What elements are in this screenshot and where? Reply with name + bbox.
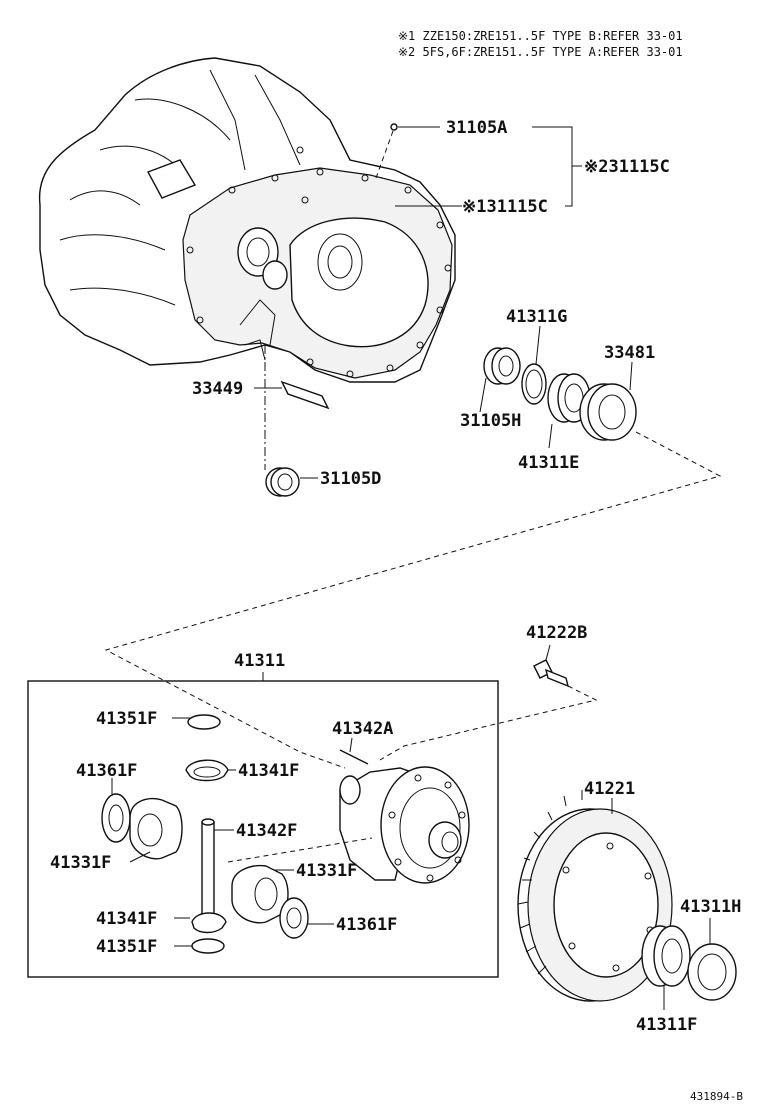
figure-code: 431894-B	[690, 1090, 743, 1103]
label-41341f-top: 41341F	[238, 761, 299, 781]
label-41331f-left: 41331F	[50, 853, 111, 873]
label-41351f-top: 41351F	[96, 709, 157, 729]
label-41311e: 41311E	[518, 453, 579, 473]
transaxle-housing-drawing	[38, 57, 456, 383]
label-41331f-right: 41331F	[296, 861, 357, 881]
label-41311f: 41311F	[636, 1015, 697, 1035]
shaft-41342f	[201, 818, 234, 915]
bolt-41222b	[379, 644, 598, 761]
label-33449: 33449	[192, 379, 243, 399]
label-41342f: 41342F	[236, 821, 297, 841]
label-41311: 41311	[234, 651, 285, 671]
label-33481: 33481	[604, 343, 655, 363]
label-41361f-right: 41361F	[336, 915, 397, 935]
oil-seal-31105d	[265, 467, 318, 497]
note-2: ※2 5FS,6F:ZRE151..5F TYPE A:REFER 33-01	[398, 45, 683, 59]
washer-41361f-right	[279, 897, 334, 939]
label-41351f-bottom: 41351F	[96, 937, 157, 957]
part-33449-drawing	[254, 380, 330, 410]
differential-case-drawing	[339, 766, 470, 884]
label-41341f-bottom: 41341F	[96, 909, 157, 929]
bracket-31115c	[532, 126, 582, 207]
side-gear-41331f-left	[129, 797, 183, 863]
assembly-line-diff	[104, 431, 722, 769]
note-1: ※1 ZZE150:ZRE151..5F TYPE B:REFER 33-01	[398, 29, 683, 43]
washer-41361f-left	[101, 778, 131, 843]
pin-41342a	[339, 749, 369, 765]
bearing-stack-drawing	[479, 325, 637, 449]
label-41311h: 41311H	[680, 897, 741, 917]
bearing-41311f	[641, 925, 691, 1010]
pinion-41341f-top	[185, 759, 236, 782]
label-31105d: 31105D	[320, 469, 381, 489]
label-41342a: 41342A	[332, 719, 393, 739]
label-31105h: 31105H	[460, 411, 521, 431]
label-31115c-1: ※131115C	[462, 197, 548, 217]
washer-41351f-bottom	[191, 938, 225, 954]
label-41222b: 41222B	[526, 623, 587, 643]
label-31115c-2: ※231115C	[584, 157, 670, 177]
washer-41351f-top	[187, 714, 221, 730]
label-41361f-left: 41361F	[76, 761, 137, 781]
shaft-assembly-line	[227, 837, 373, 863]
label-41311g: 41311G	[506, 307, 567, 327]
label-41221: 41221	[584, 779, 635, 799]
tone-ring-41311h	[687, 918, 737, 1001]
ring-gear-41221	[517, 790, 673, 1002]
plug-31105a	[375, 123, 440, 179]
label-31105a: 31105A	[446, 118, 507, 138]
pinion-41341f-bottom	[174, 912, 227, 934]
side-gear-41331f-right	[231, 864, 294, 924]
